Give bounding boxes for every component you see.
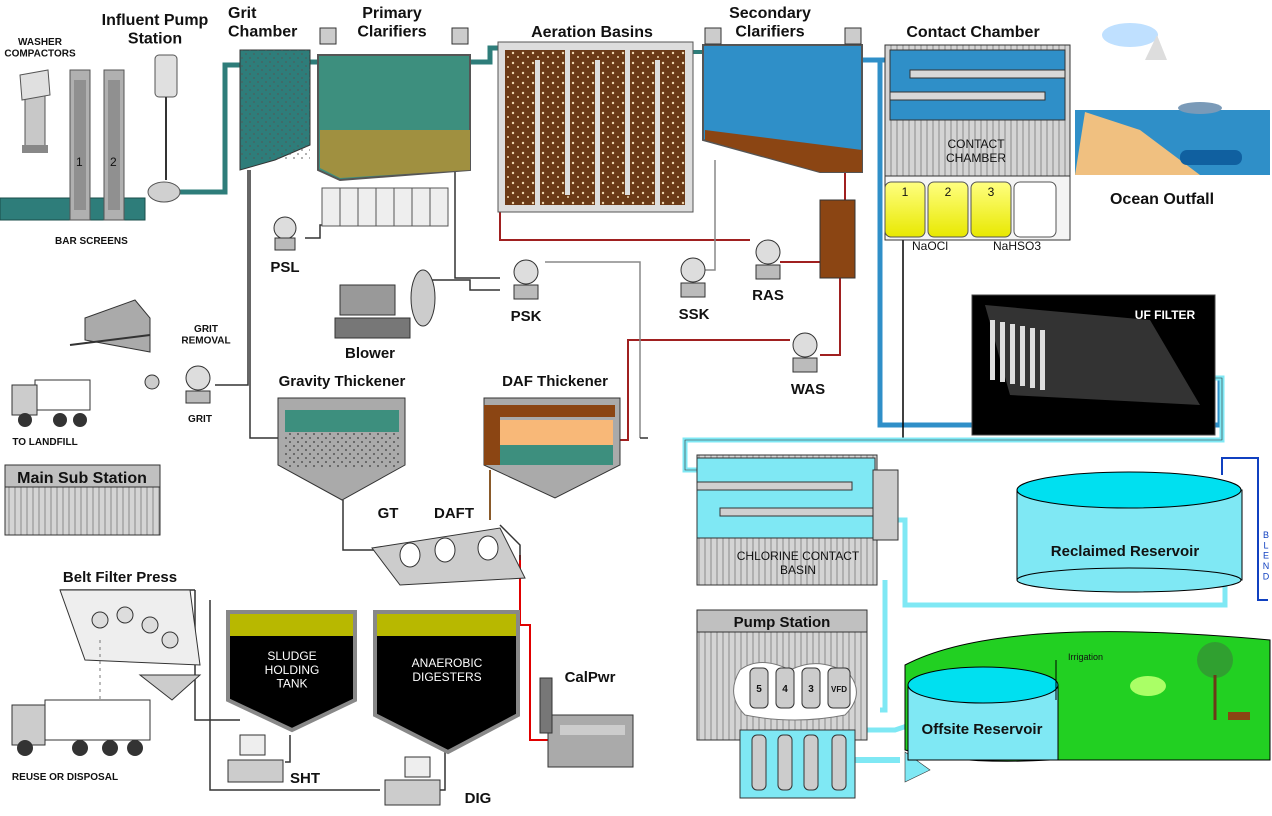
main-sub-station-label: Main Sub Station (17, 470, 147, 487)
ocean-outfall (1075, 23, 1270, 175)
pump-5-label: 5 (756, 684, 762, 695)
ssk-pump (680, 257, 706, 298)
landfill-truck (11, 379, 91, 427)
psl-label: PSL (270, 259, 299, 276)
gt-daft-pumps (371, 527, 526, 586)
nahso3-label: NaHSO3 (993, 239, 1041, 253)
grit-removal-unit (69, 299, 160, 390)
gravity-thickener (277, 397, 406, 501)
calpwr-engine (539, 677, 634, 768)
sludge-holding-tank (226, 610, 357, 733)
offsite-reservoir (904, 631, 1271, 762)
reclaimed-reservoir-label: Reclaimed Reservoir (1051, 543, 1200, 560)
primary-clarifiers (317, 27, 471, 227)
reclaimed-reservoir (1016, 471, 1243, 593)
pump-4-label: 4 (782, 684, 788, 695)
screen-2-label: 2 (110, 155, 117, 169)
grit-pump (185, 365, 211, 404)
ras-tank (819, 199, 856, 279)
chlorine-contact-basin (696, 454, 899, 586)
was-pump (792, 332, 818, 373)
daf-thickener (483, 397, 621, 499)
ras-label: RAS (752, 287, 784, 304)
reuse-or-disposal-label: REUSE OR DISPOSAL (12, 772, 118, 783)
sht-label: SHT (290, 770, 320, 787)
chem-tank-1-label: 1 (902, 185, 909, 199)
naocl-label: NaOCl (912, 239, 948, 253)
uf-filter (971, 294, 1216, 436)
uf-filter-label: UF FILTER (1135, 308, 1196, 322)
washer-compactor (19, 69, 51, 153)
dig-pump (384, 756, 441, 806)
was-label: WAS (791, 381, 825, 398)
influent-pump (147, 54, 181, 203)
contact-chamber-label: Contact Chamber (906, 24, 1039, 41)
dig-label: DIG (465, 790, 492, 807)
aeration-basins-label: Aeration Basins (531, 24, 653, 41)
gravity-thickener-label: Gravity Thickener (279, 373, 406, 390)
psk-pump (513, 259, 539, 300)
contact-chamber (884, 44, 1071, 241)
offsite-reservoir-label: Offsite Reservoir (922, 721, 1043, 738)
irrigation-label: Irrigation (1068, 652, 1103, 662)
psl-pump (273, 216, 297, 251)
daf-thickener-label: DAF Thickener (502, 373, 608, 390)
anaerobic-digesters (373, 610, 520, 755)
daft-label: DAFT (434, 505, 474, 522)
belt-filter-press (59, 589, 202, 701)
gt-label: GT (378, 505, 399, 522)
disposal-truck (11, 699, 151, 756)
grit-chamber (239, 49, 311, 171)
main-sub-station (4, 464, 161, 536)
blower-label: Blower (345, 345, 395, 362)
belt-filter-press-label: Belt Filter Press (63, 569, 177, 586)
ssk-label: SSK (679, 306, 710, 323)
chem-tank-3-label: 3 (988, 185, 995, 199)
blower-unit (334, 269, 436, 339)
pump-vfd-label: VFD (831, 685, 847, 694)
sht-pump (227, 734, 284, 783)
pump-station (696, 609, 868, 799)
ras-pump (755, 239, 781, 280)
bar-screens-label: BAR SCREENS (55, 236, 128, 247)
pump-3-label: 3 (808, 684, 814, 695)
chemical-tanks (884, 181, 1057, 238)
bar-screens (0, 69, 146, 221)
psk-label: PSK (511, 308, 542, 325)
secondary-clarifiers (702, 27, 863, 173)
grit-label: GRIT (188, 414, 212, 425)
aeration-basins (497, 41, 694, 213)
chem-tank-2-label: 2 (945, 185, 952, 199)
calpwr-label: CalPwr (565, 669, 616, 686)
ocean-outfall-label: Ocean Outfall (1110, 191, 1214, 208)
screen-1-label: 1 (76, 155, 83, 169)
pump-station-label: Pump Station (734, 614, 831, 631)
to-landfill-label: TO LANDFILL (12, 437, 77, 448)
